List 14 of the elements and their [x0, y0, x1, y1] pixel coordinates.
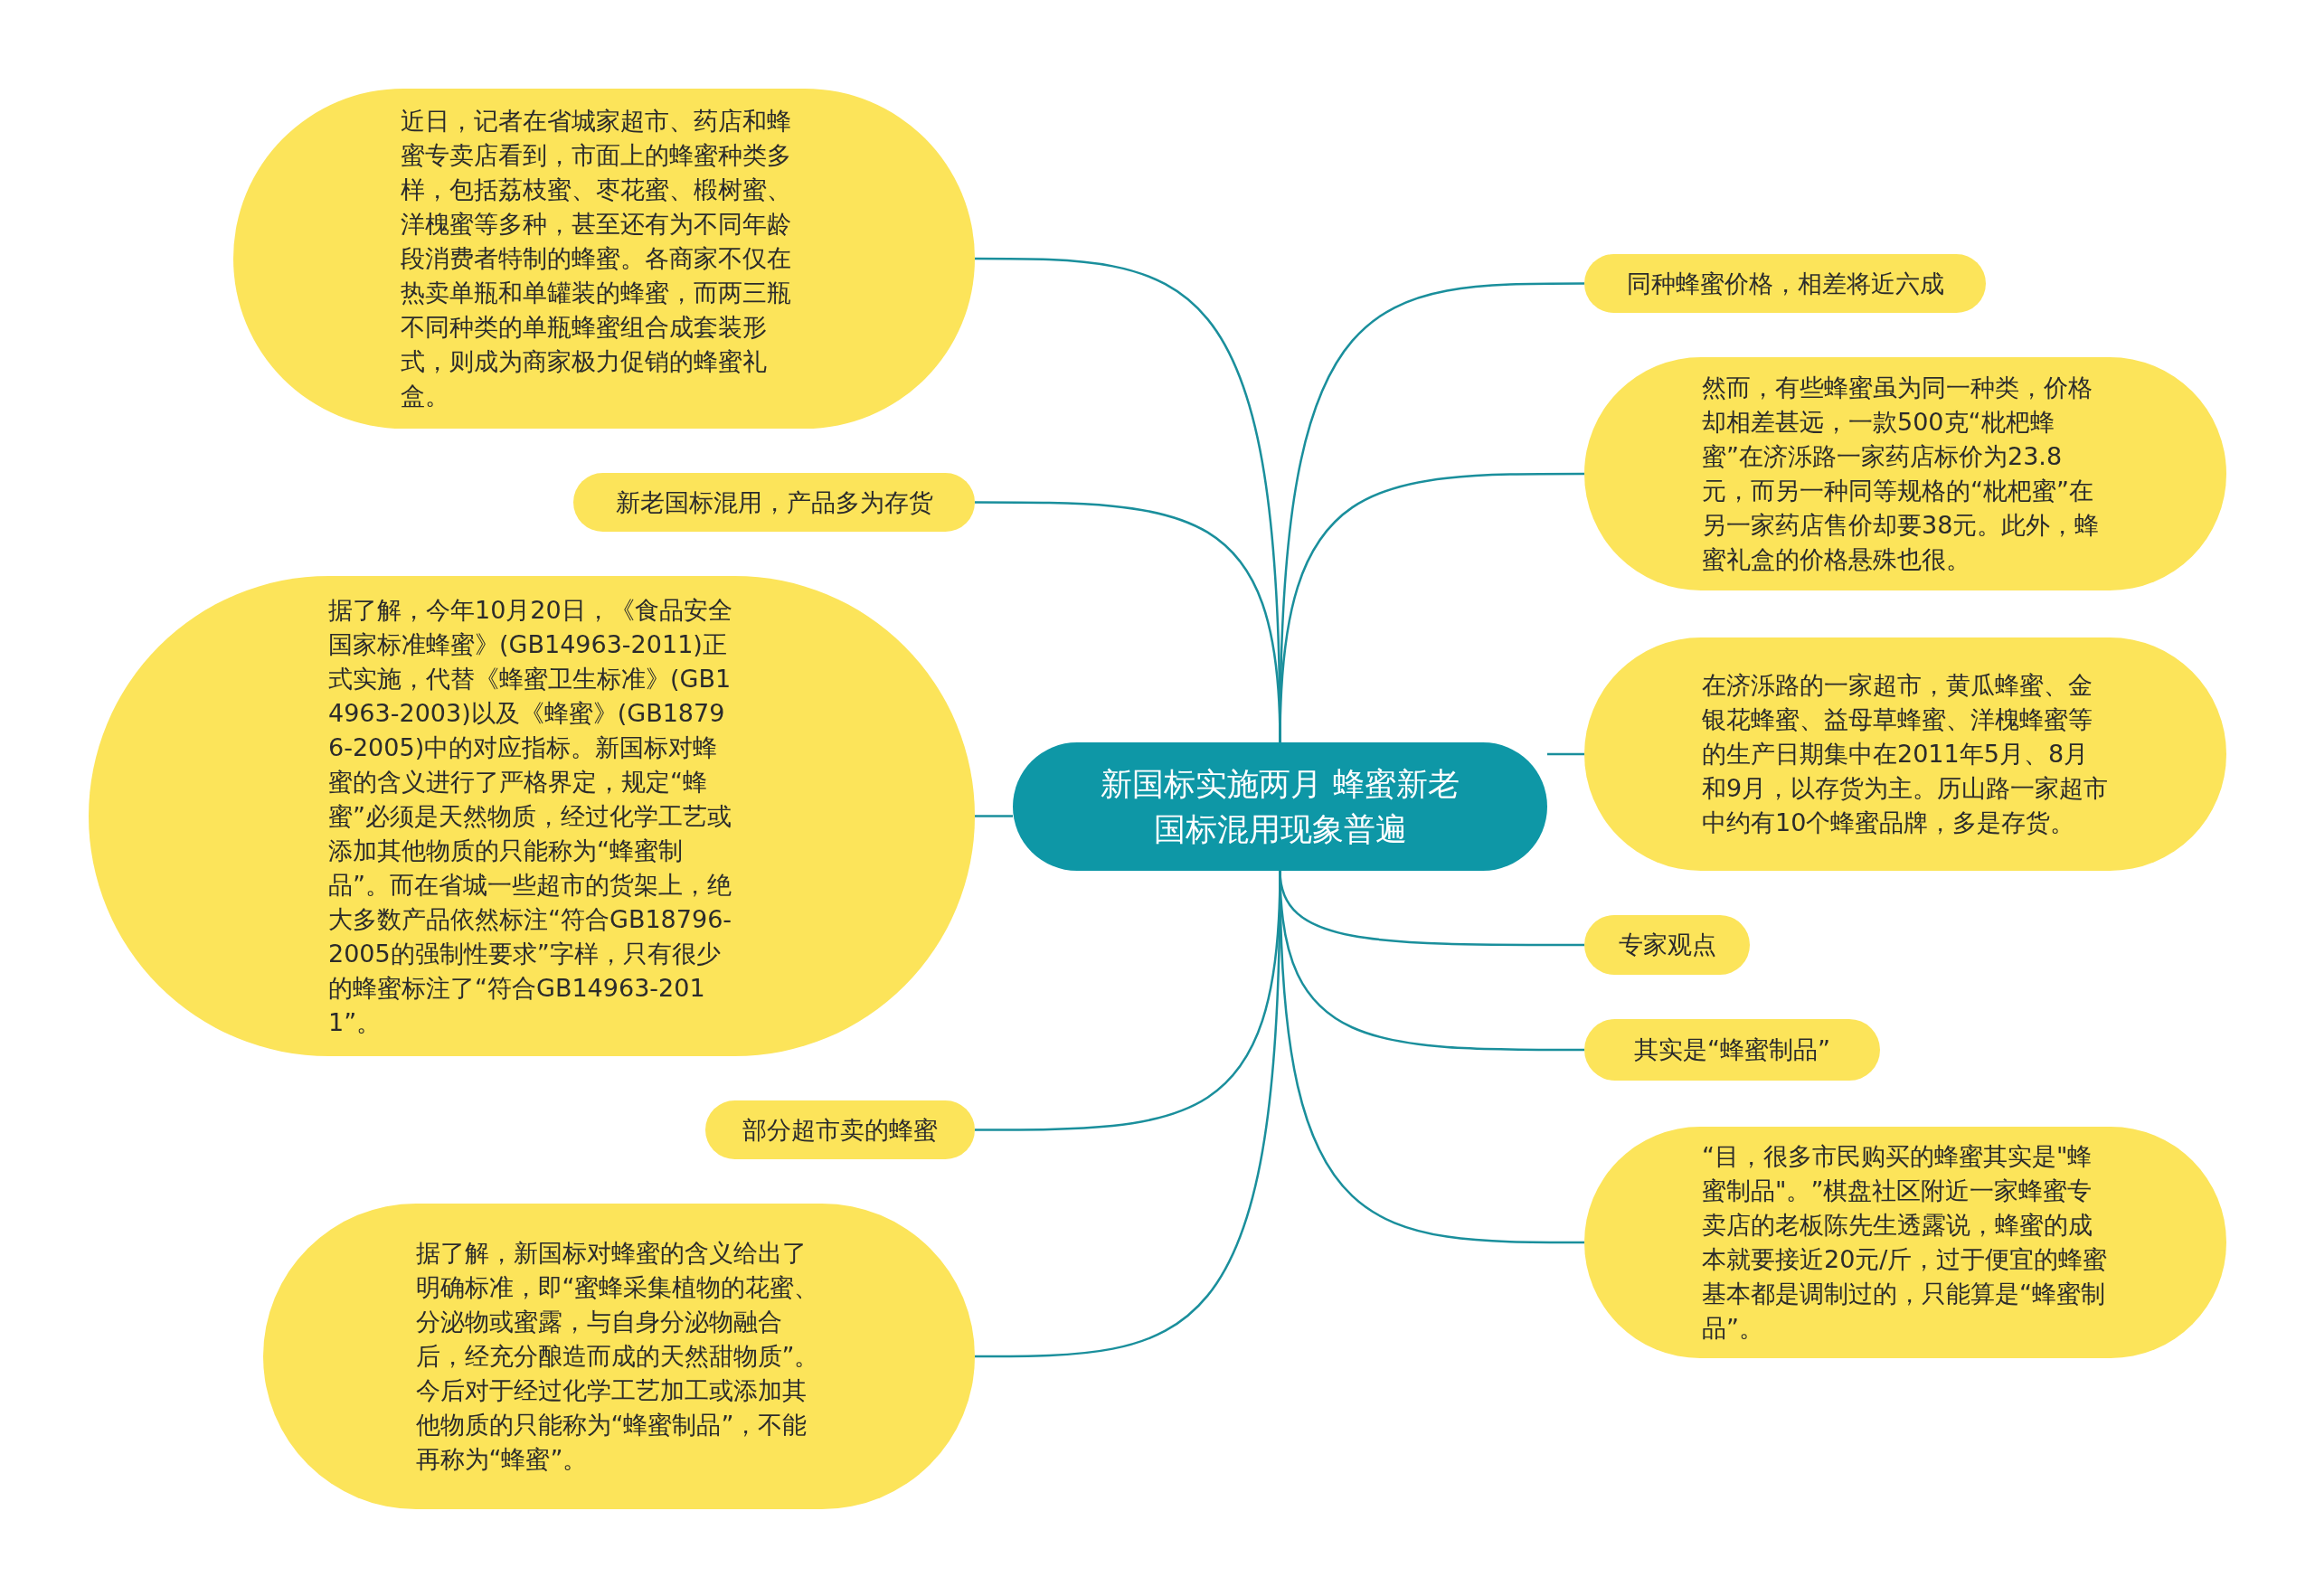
topic-text: 新老国标混用，产品多为存货 — [615, 486, 933, 518]
topic-text: 其实是“蜂蜜制品” — [1634, 1034, 1830, 1065]
connector — [1547, 752, 1584, 756]
topic-text: 部分超市卖的蜂蜜 — [742, 1114, 938, 1146]
connector — [975, 815, 1013, 817]
topic-text: 据了解，新国标对蜂蜜的含义给出了明确标准，即“蜜蜂采集植物的花蜜、分泌物或蜜露，与自身分泌物融合后，经充分酿造而成的天然甜物质”。今后对于经过化学工艺加工或添加其他物质的只能称为“蜂蜜制品”，不能再称为“蜂蜜”。 — [415, 1238, 820, 1475]
topic-text: 然而，有些蜂蜜虽为同一种类，价格却相差甚远，一款500克“枇杷蜂蜜”在济泺路一家药店标价为23.8元，而另一种同等规格的“枇杷蜜”在另一家药店售价却要38元。此外，蜂蜜礼盒的价格悬殊也很。 — [1702, 373, 2101, 575]
topic-text: 在济泺路的一家超市，黄瓜蜂蜜、金银花蜂蜜、益母草蜂蜜、洋槐蜂蜜等的生产日期集中在2011年5月、8月和9月，以存货为主。历山路一家超市中约有10个蜂蜜品牌，多是存货。 — [1702, 670, 2109, 838]
topic-text: 新国标实施两月 蜂蜜新老国标混用现象普遍 — [1100, 765, 1460, 849]
topic-text: 近日，记者在省城家超市、药店和蜂蜜专卖店看到，市面上的蜂蜜种类多样，包括荔枝蜜、枣花蜜、椴树蜜、洋槐蜜等多种，甚至还有为不同年龄段消费者特制的蜂蜜。各商家不仅在热卖单瓶和单罐装的蜂蜜，而两三瓶不同种类的单瓶蜂蜜组合成套装形式，则成为商家极力促销的蜂蜜礼盒。 — [401, 106, 792, 411]
topic-text: “目，很多市民购买的蜂蜜其实是"蜂蜜制品"。”棋盘社区附近一家蜂蜜专卖店的老板陈先生透露说，蜂蜜的成本就要接近20元/斤，过于便宜的蜂蜜基本都是调制过的，只能算是“蜂蜜制品”。 — [1702, 1141, 2109, 1344]
topic-text: 据了解，今年10月20日，《食品安全国家标准蜂蜜》(GB14963-2011)正式实施，代替《蜂蜜卫生标准》(GB14963-2003)以及《蜂蜜》(GB18796-2005)中的对应指标。新国标对蜂蜜的含义进行了严格界定，规定“蜂蜜”必须是天然物质，经过化学工艺或添加其他物质的只能称为“蜂蜜制品”。而在省城一些超市的货架上，绝大多数产品依然标注“符合GB18796-2005的强制性要求”字样，只有很少的蜂蜜标注了“符合GB14963-2011”。 — [328, 594, 733, 1038]
topic-text: 同种蜂蜜价格，相差将近六成 — [1626, 268, 1944, 299]
topic-text: 专家观点 — [1618, 930, 1716, 960]
